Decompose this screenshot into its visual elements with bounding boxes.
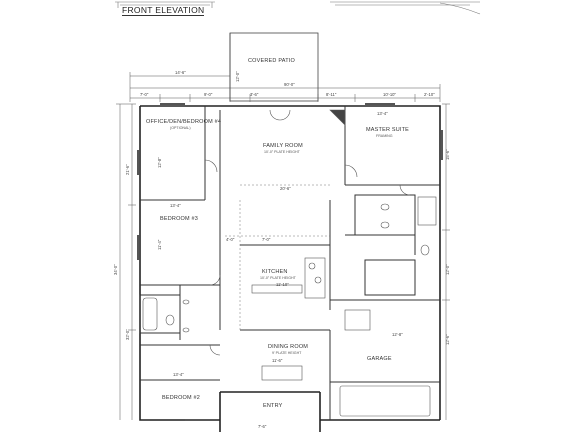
elevation-title: FRONT ELEVATION bbox=[122, 5, 205, 16]
dim-top-seg5: 10'-10" bbox=[383, 92, 396, 97]
family-room-label: FAMILY ROOM bbox=[263, 143, 303, 149]
dim-hall-w: 4'-0" bbox=[226, 237, 235, 242]
entry-label: ENTRY bbox=[263, 403, 283, 409]
covered-patio bbox=[229, 32, 319, 102]
office-sub-label: (OPTIONAL) bbox=[170, 126, 191, 130]
fixtures bbox=[137, 103, 443, 421]
dim-left-upper: 21'-6" bbox=[125, 164, 130, 175]
dim-top-left: 14'-6" bbox=[175, 70, 186, 75]
dining-room-sub-label: 9' PLATE HEIGHT bbox=[272, 351, 302, 355]
dim-top-seg4: 8'-11" bbox=[326, 92, 337, 97]
dim-top-seg1: 7'-0" bbox=[140, 92, 149, 97]
dim-patio-depth: 12'-0" bbox=[235, 71, 240, 82]
bedroom3-label: BEDROOM #3 bbox=[160, 216, 199, 222]
hall-markers bbox=[225, 184, 330, 330]
dim-garage-w: 12'-8" bbox=[392, 332, 403, 337]
office-label: OFFICE/DEN/BEDROOM #4 bbox=[146, 119, 222, 125]
covered-patio-label: COVERED PATIO bbox=[248, 58, 296, 64]
dim-kitchen-w: 11'-10" bbox=[276, 282, 289, 287]
master-suite-sub-label: FRAMING bbox=[376, 134, 393, 138]
dim-top-seg2: 9'-0" bbox=[204, 92, 213, 97]
dim-entry-w: 7'-6" bbox=[258, 424, 267, 429]
elevation-sketch bbox=[115, 1, 481, 15]
side-dimension-lines bbox=[116, 103, 450, 420]
dining-room-label: DINING ROOM bbox=[268, 344, 309, 350]
dim-kitchen-seg: 7'-0" bbox=[262, 237, 271, 242]
master-suite-label: MASTER SUITE bbox=[366, 127, 410, 133]
garage-label: GARAGE bbox=[367, 356, 392, 362]
dim-master-width: 13'-4" bbox=[377, 111, 388, 116]
kitchen-label: KITCHEN bbox=[262, 269, 288, 275]
dim-bed2-w: 13'-4" bbox=[173, 372, 184, 377]
top-dimension-lines bbox=[129, 72, 441, 102]
dim-left-overall: 34'-0" bbox=[113, 264, 118, 275]
dim-top-seg3: 3'-6" bbox=[250, 92, 259, 97]
kitchen-sub-label: 10'-0" PLATE HEIGHT bbox=[260, 276, 296, 280]
dim-dining-w: 11'-6" bbox=[272, 358, 283, 363]
dim-bed3-w: 13'-4" bbox=[170, 203, 181, 208]
dim-right-mid: 12'-0" bbox=[445, 264, 450, 275]
bedroom2-label: BEDROOM #2 bbox=[162, 395, 201, 401]
dim-bed3-h: 11'-4" bbox=[157, 239, 162, 250]
dim-top-seg6: 2'-10" bbox=[424, 92, 435, 97]
dim-left-lower: 32'-0" bbox=[125, 329, 130, 340]
dim-right-upper: 15'-6" bbox=[445, 149, 450, 160]
family-room-sub-label: 10'-0" PLATE HEIGHT bbox=[264, 150, 300, 154]
exterior-walls bbox=[139, 105, 441, 432]
dim-right-lower: 12'-6" bbox=[445, 334, 450, 345]
dim-top-overall: 90'-0" bbox=[284, 82, 295, 87]
dim-family-width: 20'-6" bbox=[280, 186, 291, 191]
dim-office-h: 12'-8" bbox=[157, 157, 162, 168]
